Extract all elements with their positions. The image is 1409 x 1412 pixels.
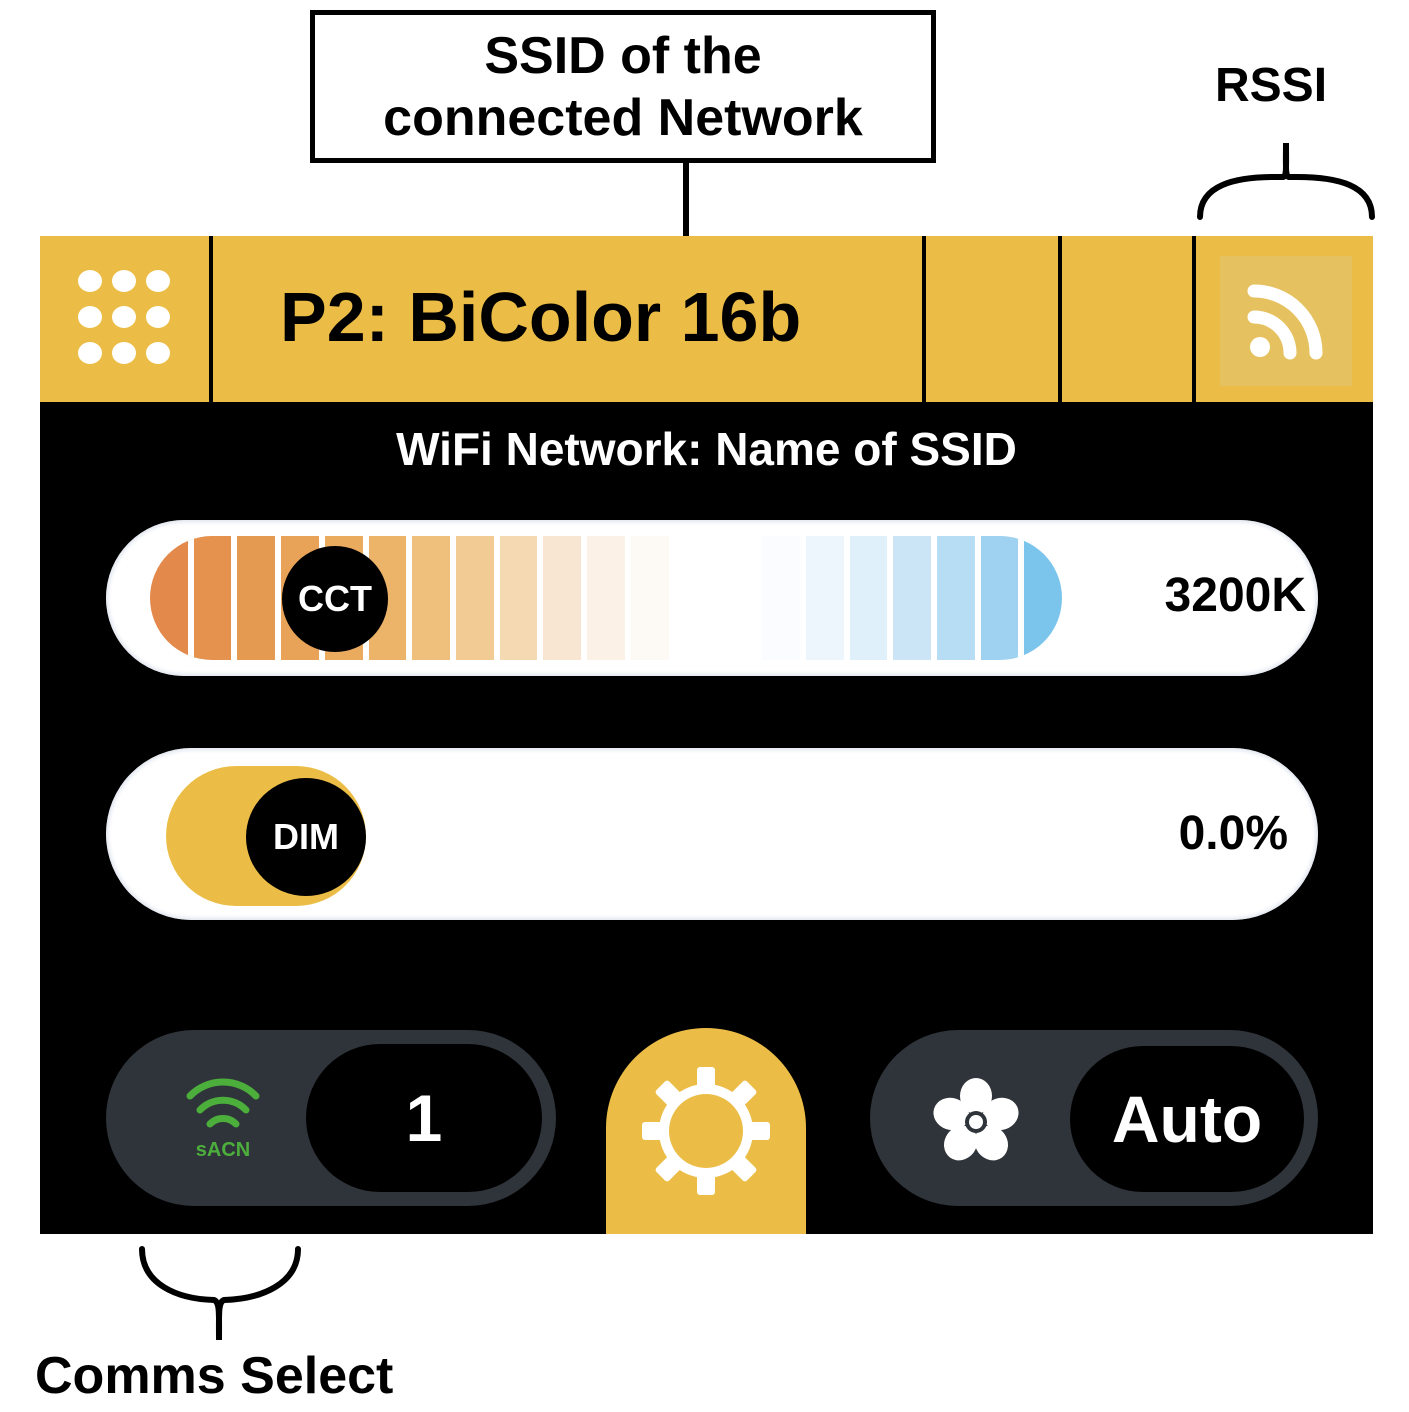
cct-color-stripe (1024, 536, 1062, 660)
cct-color-stripe (849, 536, 894, 660)
fan-icon (933, 1078, 1019, 1161)
header-bar: P2: BiColor 16b (40, 236, 1373, 402)
settings-button[interactable] (606, 1028, 806, 1234)
header-divider (922, 236, 926, 402)
cct-knob-label: CCT (298, 578, 372, 619)
cct-color-stripe (805, 536, 850, 660)
wifi-network-label: WiFi Network: Name of SSID (396, 423, 1017, 475)
cct-color-stripe (936, 536, 981, 660)
callout-line-2: connected Network (383, 88, 863, 147)
cct-color-stripe (150, 536, 194, 660)
ssid-callout-box: SSID of the connected Network (310, 10, 936, 163)
comms-select-annotation-label: Comms Select (35, 1347, 394, 1405)
rssi-annotation-label: RSSI (1215, 59, 1328, 112)
svg-text:sACN: sACN (196, 1139, 250, 1161)
wifi-signal-icon (1247, 284, 1323, 360)
header-slot-empty-2[interactable] (1062, 236, 1192, 402)
cct-gradient-track[interactable] (150, 536, 1062, 660)
comms-value-text: 1 (405, 1081, 443, 1155)
cct-color-stripe (587, 536, 631, 660)
grid-dots-icon (78, 270, 172, 368)
header-divider (209, 236, 213, 402)
fan-mode-value[interactable]: Auto (1070, 1046, 1304, 1192)
comms-select-control[interactable]: sACN 1 (106, 1030, 556, 1206)
gear-icon (642, 1067, 770, 1195)
dim-slider[interactable]: DIM 0.0% (106, 748, 1318, 920)
cct-color-stripe (193, 536, 238, 660)
header-divider (1058, 236, 1062, 402)
cct-color-stripe (762, 536, 806, 660)
cct-color-stripe (718, 536, 763, 660)
dim-knob-label: DIM (273, 816, 339, 857)
comms-brace-icon (139, 1246, 301, 1341)
cct-color-stripe (499, 536, 544, 660)
cct-slider[interactable]: CCT 3200K (106, 520, 1318, 676)
dim-value: 0.0% (1178, 807, 1288, 860)
device-screen: P2: BiColor 16b WiFi Network: Name of SS… (40, 236, 1373, 1234)
cct-color-stripe (456, 536, 500, 660)
cct-color-stripe (237, 536, 282, 660)
profile-title[interactable]: P2: BiColor 16b (280, 278, 802, 356)
header-divider (1192, 236, 1196, 402)
cct-color-stripe (630, 536, 675, 660)
dim-slider-knob[interactable]: DIM (246, 778, 366, 896)
fan-mode-control[interactable]: Auto (870, 1030, 1318, 1206)
callout-line-1: SSID of the (484, 26, 762, 85)
cct-color-stripe (674, 536, 719, 660)
header-slot-empty-1[interactable] (926, 236, 1058, 402)
cct-value: 3200K (1164, 569, 1306, 622)
fan-value-text: Auto (1111, 1082, 1263, 1156)
menu-button[interactable] (40, 236, 210, 402)
rssi-button[interactable] (1220, 256, 1352, 386)
comms-universe-value[interactable]: 1 (306, 1044, 542, 1192)
cct-color-stripe (980, 536, 1025, 660)
cct-color-stripe (543, 536, 588, 660)
cct-color-stripe (893, 536, 937, 660)
rssi-brace-icon (1197, 142, 1375, 220)
cct-slider-knob[interactable]: CCT (282, 546, 388, 652)
cct-color-stripe (412, 536, 457, 660)
sacn-icon: sACN (186, 1078, 260, 1161)
